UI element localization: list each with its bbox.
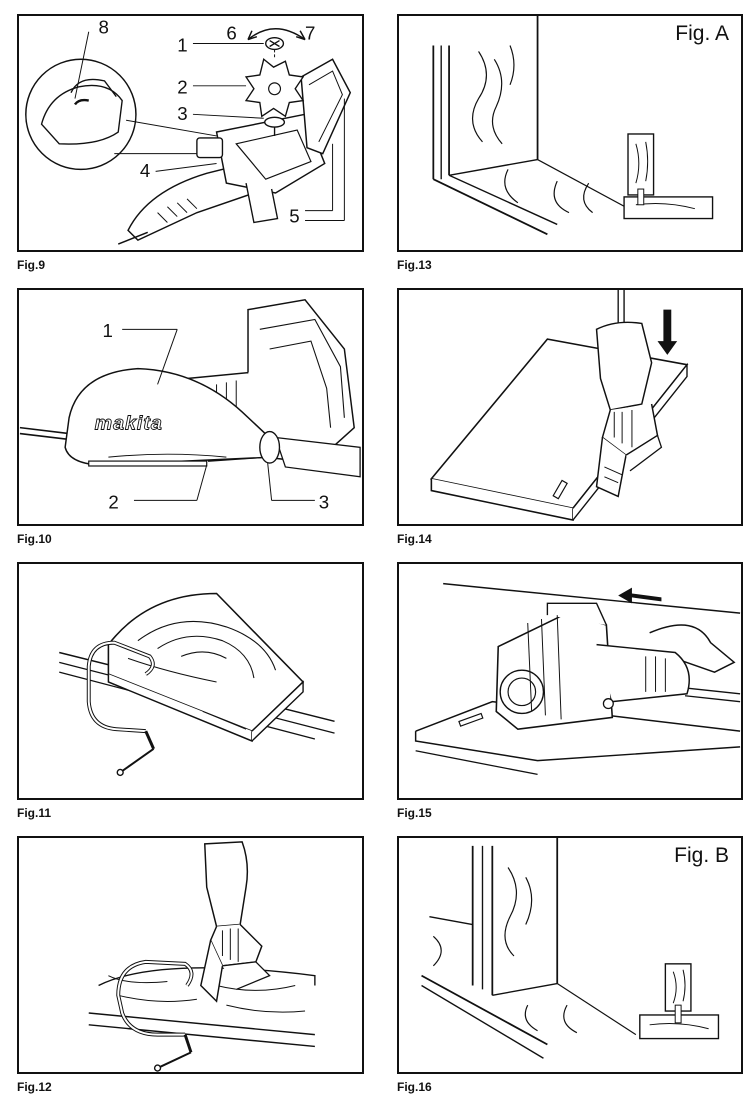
fig9-label: Fig.9 bbox=[17, 258, 46, 272]
fig14-panel bbox=[397, 288, 743, 526]
fig10-callout-3: 3 bbox=[319, 491, 329, 512]
fig10-illustration: makita 1 2 3 bbox=[19, 299, 361, 512]
fig11-illustration bbox=[59, 592, 335, 777]
fig14-arrow-down bbox=[657, 309, 678, 355]
fig9-callout-6: 6 bbox=[226, 23, 236, 44]
fig9-callout-4: 4 bbox=[140, 160, 150, 181]
fig9-callout-1: 1 bbox=[177, 34, 187, 55]
fig15-arrow-left bbox=[618, 587, 662, 604]
fig13-illustration bbox=[432, 16, 714, 236]
fig16-label: Fig.16 bbox=[397, 1080, 432, 1094]
fig16-letter: Fig. B bbox=[674, 844, 729, 867]
fig15-illustration bbox=[414, 582, 741, 776]
fig16-illustration bbox=[421, 838, 720, 1059]
fig13-letter: Fig. A bbox=[675, 22, 729, 45]
fig10-label: Fig.10 bbox=[17, 532, 52, 546]
fig9-callout-3: 3 bbox=[177, 103, 187, 124]
fig14-illustration bbox=[429, 290, 689, 522]
fig12-panel bbox=[17, 836, 364, 1074]
fig10-callout-2: 2 bbox=[108, 491, 118, 512]
fig10-dust-bag bbox=[64, 367, 275, 466]
fig11-label: Fig.11 bbox=[17, 806, 52, 820]
fig11-panel bbox=[17, 562, 364, 800]
fig9-callout-2: 2 bbox=[177, 77, 187, 98]
fig12-illustration bbox=[88, 841, 316, 1072]
fig10-callout-1: 1 bbox=[103, 320, 113, 341]
fig15-panel bbox=[397, 562, 743, 800]
fig9-illustration: 1 2 3 4 5 6 7 8 bbox=[25, 17, 352, 245]
fig13-label: Fig.13 bbox=[397, 258, 432, 272]
fig9-callout-7: 7 bbox=[305, 23, 315, 44]
fig12-label: Fig.12 bbox=[17, 1080, 52, 1094]
fig10-panel: makita 1 2 3 bbox=[17, 288, 364, 526]
fig9-callout-5: 5 bbox=[289, 205, 299, 226]
fig15-label: Fig.15 bbox=[397, 806, 432, 820]
fig16-panel: Fig. B bbox=[397, 836, 743, 1074]
fig14-label: Fig.14 bbox=[397, 532, 432, 546]
fig13-panel: Fig. A bbox=[397, 14, 743, 252]
fig9-panel: 1 2 3 4 5 6 7 8 bbox=[17, 14, 364, 252]
fig10-logo: makita bbox=[95, 413, 163, 435]
fig9-callout-8: 8 bbox=[99, 17, 109, 38]
